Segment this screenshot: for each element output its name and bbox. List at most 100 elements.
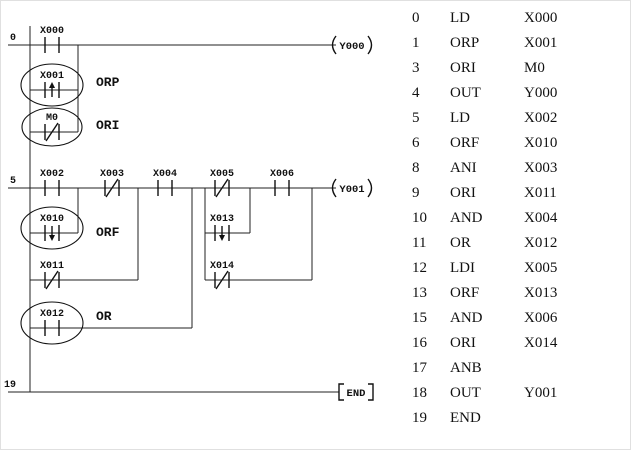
annotation-or: OR: [96, 309, 112, 324]
instruction-mnemonic: ORI: [450, 335, 476, 351]
end-block: END: [338, 383, 374, 401]
instruction-step: 16: [412, 335, 427, 351]
instruction-mnemonic: ORF: [450, 135, 480, 151]
highlight-ellipse-m0: [21, 107, 83, 147]
contact-x003: X003: [100, 169, 124, 198]
instruction-step: 11: [412, 235, 427, 251]
instruction-row: 16 ORI X014: [412, 331, 557, 356]
instruction-mnemonic: OUT: [450, 385, 481, 401]
svg-text:X002: X002: [40, 169, 64, 180]
instruction-mnemonic: ANI: [450, 160, 477, 176]
instruction-mnemonic: ANB: [450, 360, 482, 376]
instruction-mnemonic: AND: [450, 310, 483, 326]
instruction-row: 9 ORI X011: [412, 181, 557, 206]
highlight-ellipse-x012: [20, 301, 84, 345]
instruction-mnemonic: ORI: [450, 60, 476, 76]
instruction-row: 10 AND X004: [412, 206, 557, 231]
output-coil-y001: Y001: [331, 178, 373, 198]
svg-text:Y000: Y000: [339, 41, 364, 53]
instruction-mnemonic: END: [450, 410, 481, 426]
instruction-operand: X006: [524, 310, 558, 326]
contact-x013: X013: [210, 214, 234, 241]
svg-text:X003: X003: [100, 169, 124, 180]
instruction-row: 12 LDI X005: [412, 256, 557, 281]
instruction-operand: M0: [524, 60, 545, 76]
svg-text:X004: X004: [153, 169, 177, 180]
instruction-mnemonic: LD: [450, 10, 470, 26]
instruction-step: 12: [412, 260, 427, 276]
svg-text:X001: X001: [40, 71, 64, 82]
instruction-mnemonic: ORP: [450, 35, 480, 51]
svg-text:X006: X006: [270, 169, 294, 180]
instruction-mnemonic: OUT: [450, 85, 481, 101]
contact-x004: X004: [153, 169, 177, 196]
instruction-mnemonic: LD: [450, 110, 470, 126]
instruction-row: 19 END: [412, 406, 557, 431]
instruction-step: 9: [412, 185, 420, 201]
instruction-row: 18 OUT Y001: [412, 381, 557, 406]
instruction-operand: X005: [524, 260, 558, 276]
instruction-step: 19: [412, 410, 427, 426]
svg-text:X005: X005: [210, 169, 234, 180]
instruction-operand: X014: [524, 335, 558, 351]
svg-text:X013: X013: [210, 214, 234, 225]
contact-x014: X014: [210, 261, 234, 290]
instruction-step: 10: [412, 210, 427, 226]
instruction-step: 13: [412, 285, 427, 301]
instruction-operand: X013: [524, 285, 558, 301]
instruction-mnemonic: OR: [450, 235, 471, 251]
instruction-step: 0: [412, 10, 420, 26]
highlight-ellipse-x001: [20, 63, 84, 107]
instruction-step: 1: [412, 35, 420, 51]
instruction-step: 3: [412, 60, 420, 76]
instruction-row: 15 AND X006: [412, 306, 557, 331]
instruction-operand: X012: [524, 235, 558, 251]
instruction-row: 0 LD X000: [412, 6, 557, 31]
instruction-row: 17 ANB: [412, 356, 557, 381]
svg-text:X011: X011: [40, 261, 64, 272]
highlight-ellipse-x010: [20, 206, 84, 250]
instruction-step: 15: [412, 310, 427, 326]
instruction-step: 17: [412, 360, 427, 376]
instruction-operand: X011: [524, 185, 557, 201]
instruction-mnemonic: ORI: [450, 185, 476, 201]
instruction-row: 3 ORI M0: [412, 56, 557, 81]
svg-text:Y001: Y001: [339, 184, 364, 196]
svg-text:X014: X014: [210, 261, 234, 272]
annotation-orp: ORP: [96, 75, 120, 90]
instruction-row: 11 OR X012: [412, 231, 557, 256]
instruction-step: 8: [412, 160, 420, 176]
contact-x012: X012: [40, 309, 64, 336]
contact-x005: X005: [210, 169, 234, 198]
rung-number-19: 19: [4, 380, 16, 391]
annotation-ori: ORI: [96, 118, 119, 133]
output-coil-y000: Y000: [331, 35, 373, 55]
contact-x006: X006: [270, 169, 294, 196]
svg-text:M0: M0: [46, 113, 58, 124]
instruction-mnemonic: LDI: [450, 260, 475, 276]
instruction-step: 18: [412, 385, 427, 401]
instruction-mnemonic: AND: [450, 210, 483, 226]
rung-number-0: 0: [10, 33, 16, 44]
annotation-orf: ORF: [96, 225, 120, 240]
instruction-operand: Y000: [524, 85, 558, 101]
svg-text:X012: X012: [40, 309, 64, 320]
svg-text:X000: X000: [40, 26, 64, 37]
instruction-operand: X002: [524, 110, 558, 126]
rung-number-5: 5: [10, 176, 16, 187]
instruction-operand: X003: [524, 160, 558, 176]
instruction-step: 5: [412, 110, 420, 126]
contact-x011: X011: [40, 261, 64, 290]
instruction-operand: Y001: [524, 385, 558, 401]
contact-x000: X000: [40, 26, 64, 53]
instruction-operand: X004: [524, 210, 558, 226]
instruction-operand: X000: [524, 10, 558, 26]
contact-x002: X002: [40, 169, 64, 196]
